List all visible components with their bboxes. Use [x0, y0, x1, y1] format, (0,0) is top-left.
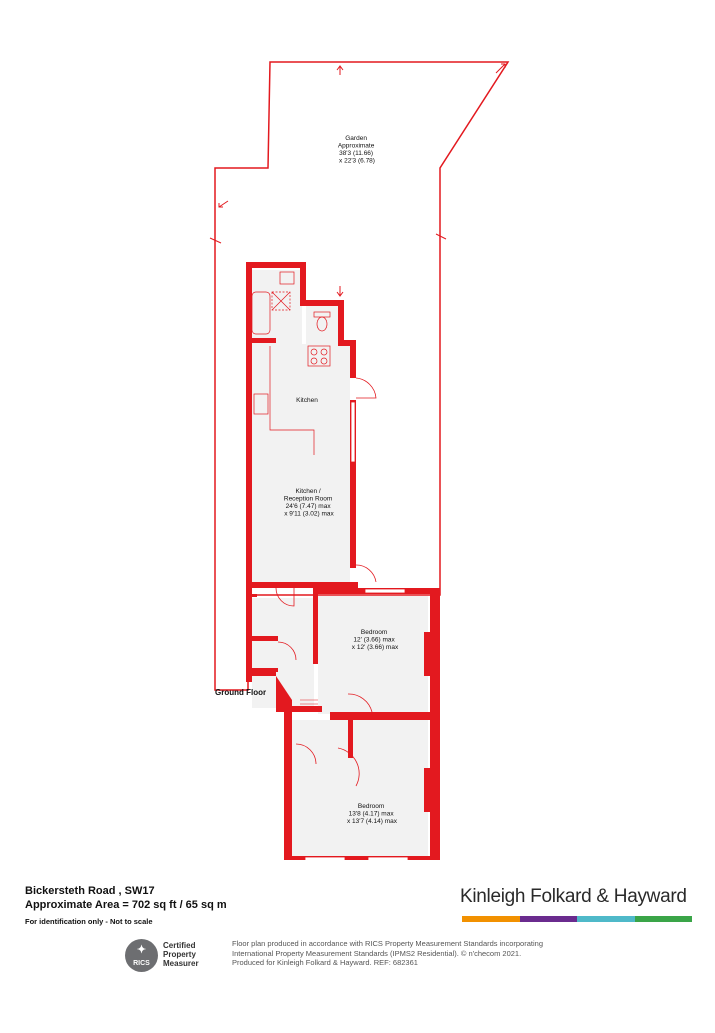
credits-line: Produced for Kinleigh Folkard & Hayward.… — [232, 958, 418, 967]
room-label-garden: Garden Approximate 38'3 (11.66) x 22'3 (… — [338, 135, 376, 165]
room-label-kitchen-reception: Kitchen / Reception Room 24'6 (7.47) max… — [284, 488, 335, 518]
credits: Floor plan produced in accordance with R… — [232, 939, 602, 968]
disclaimer: For identification only - Not to scale — [25, 917, 153, 926]
garden-arrow-right — [495, 63, 506, 74]
garden-arrow-left — [218, 200, 229, 208]
rics-line: Property — [163, 950, 196, 959]
rics-line: Certified — [163, 941, 196, 950]
credits-line: Floor plan produced in accordance with R… — [232, 939, 543, 948]
rics-badge-text: Certified Property Measurer — [163, 941, 199, 968]
floor-fills — [252, 270, 428, 860]
brand-stripe-segment — [462, 916, 520, 922]
floor-plan: Garden Approximate 38'3 (11.66) x 22'3 (… — [209, 61, 510, 860]
hall-step — [300, 699, 318, 705]
wc-arrow — [336, 286, 344, 297]
walls — [246, 262, 440, 860]
rics-logo-icon: ✦ RICS — [125, 939, 158, 972]
property-address: Bickersteth Road , SW17 — [25, 885, 155, 897]
property-area: Approximate Area = 702 sq ft / 65 sq m — [25, 899, 227, 911]
garden-tick-right — [435, 233, 447, 240]
rics-line: Measurer — [163, 959, 199, 968]
brand-stripe-segment — [577, 916, 635, 922]
brand-name: Kinleigh Folkard & Hayward — [460, 886, 687, 907]
rics-mark: RICS — [133, 960, 150, 967]
rics-badge: ✦ RICS Certified Property Measurer — [125, 939, 225, 973]
room-label-kitchen: Kitchen — [296, 397, 318, 404]
property-details: Bickersteth Road , SW17 Approximate Area… — [25, 884, 345, 926]
credits-line: International Property Measurement Stand… — [232, 948, 522, 958]
windows — [304, 401, 409, 860]
fixtures — [251, 271, 331, 455]
garden-arrow-top — [336, 65, 344, 75]
floor-name-label: Ground Floor — [215, 688, 266, 697]
room-labels: Garden Approximate 38'3 (11.66) x 22'3 (… — [215, 135, 399, 825]
garden-tick-left — [209, 237, 222, 244]
door-swings — [275, 377, 377, 787]
room-label-bedroom-1: Bedroom 12' (3.66) max x 12' (3.66) max — [352, 629, 399, 651]
brand-stripe — [462, 916, 692, 922]
brand-stripe-segment — [634, 916, 692, 922]
brand-stripe-segment — [519, 916, 577, 922]
room-label-bedroom-2: Bedroom 13'8 (4.17) max x 13'7 (4.14) ma… — [347, 803, 398, 825]
